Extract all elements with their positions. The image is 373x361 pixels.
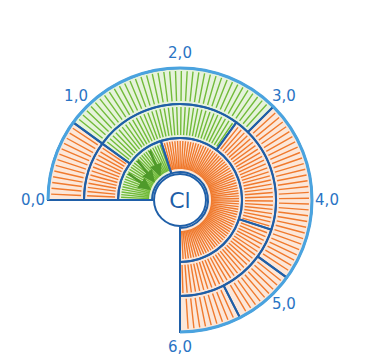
- center-circle: Cl: [152, 172, 208, 228]
- axis-label: 6,0: [168, 340, 192, 355]
- band-outline: [73, 68, 273, 144]
- flow-arrow: [137, 161, 153, 181]
- axis-label: 4,0: [315, 193, 339, 208]
- band-segment: [180, 286, 240, 332]
- flow-arrow: [150, 150, 160, 174]
- axis-label: 2,0: [168, 46, 192, 61]
- axis-label: 0,0: [21, 193, 45, 208]
- flow-arrow: [128, 174, 149, 189]
- outer-rim: [48, 68, 312, 332]
- axis-label: 5,0: [272, 296, 296, 311]
- axis-label: 3,0: [272, 89, 296, 104]
- hatching: [253, 113, 309, 270]
- axis-label: 1,0: [64, 89, 88, 104]
- element-symbol: Cl: [169, 188, 190, 213]
- ring-bands: [48, 68, 312, 332]
- band-outline: [180, 286, 240, 332]
- band-segment: [73, 68, 273, 144]
